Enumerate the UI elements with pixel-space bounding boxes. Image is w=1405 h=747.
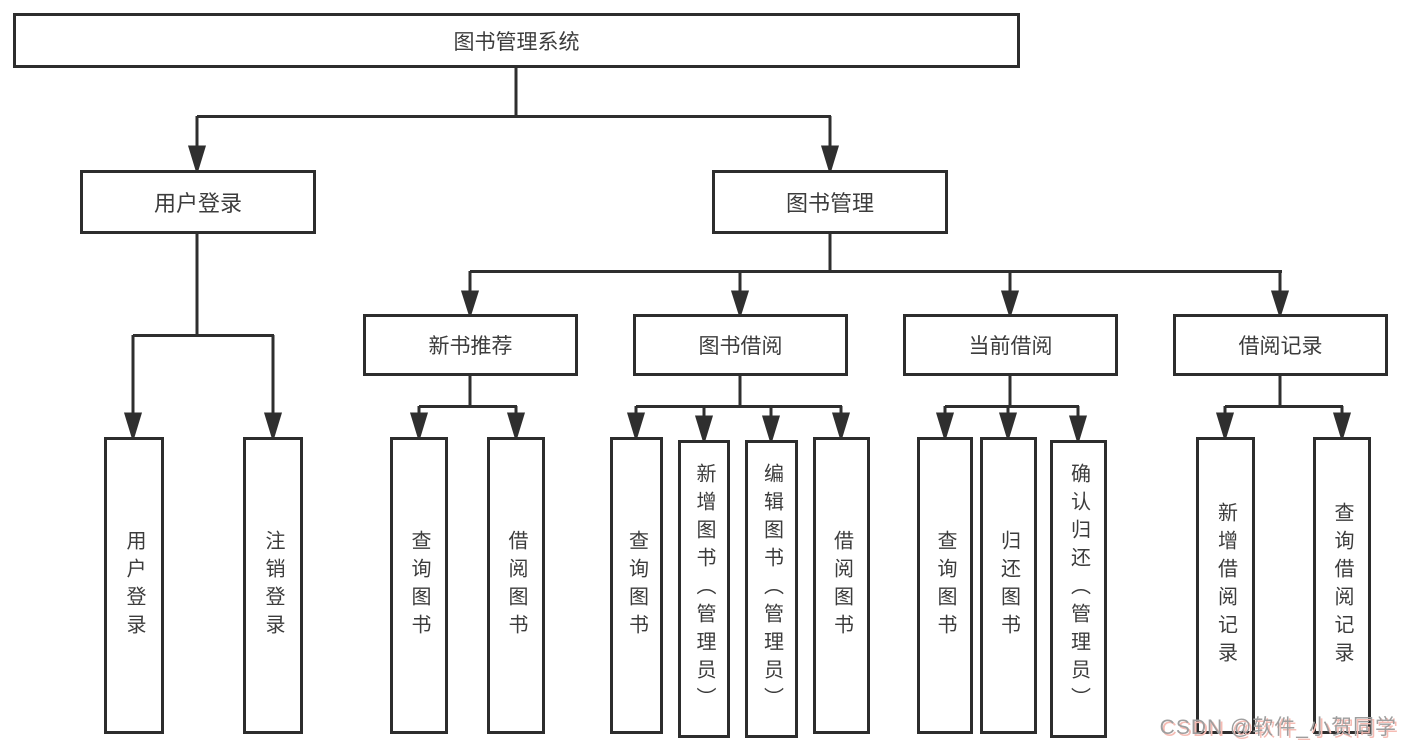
node-book-management: 图书管理 [712,170,948,234]
leaf-cb-query-books-label: 查询图书 [934,529,956,642]
edge-new-book-children [409,376,526,443]
leaf-bb-query-books: 查询图书 [610,437,663,734]
leaf-bb-add-books-label: 新增图书（管理员） [693,463,715,715]
leaf-nb-query-books-label: 查询图书 [408,529,430,642]
node-current-borrowing: 当前借阅 [903,314,1118,376]
edge-root-to-level2 [187,68,840,176]
leaf-br-add-record-label: 新增借阅记录 [1214,501,1237,670]
leaf-cb-confirm-return-label: 确认归还（管理员） [1067,463,1090,715]
leaf-bb-borrow-books-label: 借阅图书 [830,529,853,642]
leaf-bb-edit-books-label: 编辑图书（管理员） [760,463,783,715]
node-user-login: 用户登录 [80,170,316,234]
leaf-cb-return-books: 归还图书 [980,437,1037,734]
leaf-nb-query-books: 查询图书 [390,437,448,734]
edge-current-borrowing-children [935,376,1088,446]
edge-book-management-children [460,234,1290,319]
node-root-label: 图书管理系统 [453,30,580,54]
node-current-borrowing-label: 当前借阅 [968,335,1053,358]
node-book-management-label: 图书管理 [785,191,874,216]
edge-borrowing-records-children [1215,376,1352,443]
leaf-logout: 注销登录 [243,437,303,734]
leaf-br-query-record-label: 查询借阅记录 [1331,501,1353,670]
leaf-bb-edit-books: 编辑图书（管理员） [745,440,798,738]
leaf-nb-borrow-books: 借阅图书 [487,437,545,734]
leaf-logout-label: 注销登录 [262,529,284,642]
leaf-bb-borrow-books: 借阅图书 [813,437,870,734]
node-borrowing-records: 借阅记录 [1173,314,1388,376]
leaf-bb-add-books: 新增图书（管理员） [678,440,730,738]
leaf-cb-confirm-return: 确认归还（管理员） [1050,440,1107,738]
node-new-book-recommend: 新书推荐 [363,314,578,376]
node-borrowing-records-label: 借阅记录 [1238,335,1323,358]
watermark: CSDN @软件_小贺同学 [1159,716,1397,739]
leaf-cb-return-books-label: 归还图书 [997,529,1020,642]
edge-user-login-children [123,234,283,443]
leaf-nb-borrow-books-label: 借阅图书 [505,529,527,642]
edge-book-borrowing-children [626,376,851,446]
leaf-br-add-record: 新增借阅记录 [1196,437,1255,734]
leaf-br-query-record: 查询借阅记录 [1313,437,1371,734]
leaf-user-login-label: 用户登录 [123,529,145,642]
node-new-book-recommend-label: 新书推荐 [428,335,513,358]
leaf-user-login: 用户登录 [104,437,164,734]
node-book-borrowing: 图书借阅 [633,314,848,376]
leaf-cb-query-books: 查询图书 [917,437,973,734]
leaf-bb-query-books-label: 查询图书 [625,529,648,642]
node-root: 图书管理系统 [13,13,1020,68]
node-book-borrowing-label: 图书借阅 [698,335,783,358]
node-user-login-label: 用户登录 [153,191,242,216]
